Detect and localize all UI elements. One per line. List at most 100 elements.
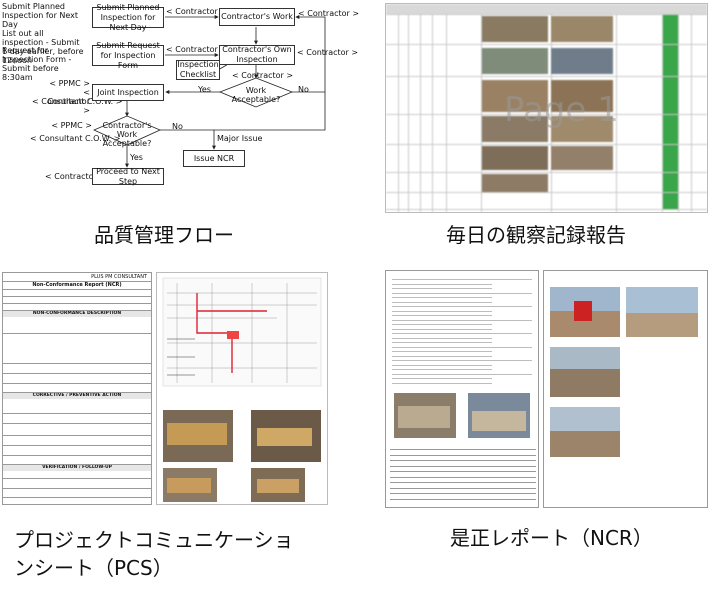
major-issue-label: Major Issue <box>217 134 263 143</box>
grid-row-line <box>386 144 707 145</box>
caption-quality-flow: 品質管理フロー <box>94 223 234 247</box>
verification-parties: < PPMC > <box>40 121 92 130</box>
site-photo <box>482 174 548 192</box>
form-row-line <box>3 423 151 424</box>
caption-daily-report: 毎日の観察記録報告 <box>446 223 626 247</box>
form-row-line <box>3 281 151 282</box>
grid-row-line <box>386 44 707 45</box>
text-line <box>392 346 532 348</box>
site-photo <box>551 116 613 142</box>
verification-section: VERIFICATION / FOLLOW-UP <box>3 465 151 471</box>
grid-row-line <box>386 14 707 15</box>
page-watermark: Page 1 <box>504 90 619 130</box>
pcs-photo-sheet <box>550 287 698 457</box>
flowchart-connectors <box>93 15 326 168</box>
form-row-line <box>3 478 151 479</box>
contractor-work-acceptable-diamond <box>93 115 161 146</box>
contractor-tag: < Contractor > <box>166 7 228 16</box>
caption-pcs-line2: ンシート（PCS） <box>14 556 173 580</box>
text-line <box>392 355 492 357</box>
text-line <box>392 369 492 370</box>
text-line <box>392 301 492 303</box>
contractor-tag: < Contractor > <box>45 172 107 181</box>
inspection-checklist-box: Inspection Checklist <box>176 60 220 80</box>
yes-label: Yes <box>198 85 211 94</box>
ncr-form-thumbnail: PLUS PM CONSULTANT Non-Conformance Repor… <box>2 272 152 505</box>
consultant-tag: < Consultant C.O.W. > <box>30 134 121 143</box>
form-row-line <box>3 464 151 465</box>
table-line <box>390 471 536 472</box>
table-line <box>390 487 536 489</box>
pcs-photo-sheet-thumbnail <box>543 270 708 508</box>
form-row-line <box>3 383 151 384</box>
request-form-note: Request for Inspection Form - Submit bef… <box>2 46 72 82</box>
text-line <box>392 351 492 352</box>
contractor-work-acceptable-label: Contractor's Work Acceptable? <box>102 121 152 148</box>
form-row-line <box>3 413 151 414</box>
planned-note-detail: List out all inspection - Submit 1 day e… <box>2 29 84 65</box>
text-line <box>392 279 532 280</box>
joint-inspection-box: Joint Inspection <box>92 84 164 101</box>
site-photo <box>482 80 548 112</box>
form-row-line <box>3 303 151 304</box>
nonconformance-section: NON-CONFORMANCE DESCRIPTION <box>3 311 151 317</box>
yes-label: Yes <box>130 153 143 162</box>
text-line <box>392 373 532 375</box>
daily-observation-report-thumbnail: Page 1 <box>385 3 708 213</box>
grid-row-line <box>386 192 707 193</box>
caption-pcs-line1: プロジェクトコミュニケーショ <box>14 528 294 552</box>
contractor-tag: < Contractor > <box>232 71 294 80</box>
work-acceptable-label: Work Acceptable? <box>231 86 281 104</box>
text-line <box>392 292 532 294</box>
text-line <box>392 319 532 321</box>
site-photo <box>482 16 548 42</box>
work-acceptable-diamond <box>218 77 294 108</box>
grid-row-line <box>386 172 707 173</box>
site-photo <box>551 146 613 170</box>
text-line <box>392 378 492 379</box>
text-line <box>392 310 492 312</box>
grid-col-line <box>481 14 482 212</box>
text-line <box>392 337 492 339</box>
no-label: No <box>172 122 183 131</box>
table-line <box>390 482 536 483</box>
company-name: PLUS PM CONSULTANT <box>91 274 147 280</box>
ppmc-tag: < PPMC > <box>49 79 90 88</box>
quality-control-flowchart: Submit Planned Inspection for Next Day S… <box>0 0 359 200</box>
form-row-line <box>3 445 151 446</box>
text-line <box>392 342 492 343</box>
text-line <box>392 360 532 361</box>
text-line <box>392 364 492 366</box>
grid-col-line <box>691 14 692 212</box>
grid-row-line <box>386 76 707 77</box>
grid-col-line <box>662 14 663 212</box>
grid-col-line <box>432 14 433 212</box>
text-line <box>392 328 492 330</box>
form-row-line <box>3 289 151 290</box>
table-line <box>390 498 536 500</box>
next-step-box: Proceed to Next Step <box>92 167 164 186</box>
form-row-line <box>3 333 151 334</box>
grid-col-line <box>616 14 617 212</box>
text-line <box>392 297 492 298</box>
daily-report-grid <box>386 4 707 212</box>
text-line <box>392 288 492 289</box>
form-row-line <box>3 363 151 364</box>
submit-planned-inspection-box: Submit Planned Inspection for Next Day <box>92 3 164 32</box>
ncr-title: Non-Conformance Report (NCR) <box>32 282 122 288</box>
no-label: No <box>298 85 309 94</box>
grid-col-line <box>551 14 552 212</box>
caption-ncr: 是正レポート（NCR） <box>450 526 653 550</box>
site-photo <box>482 146 548 170</box>
text-line <box>392 306 532 307</box>
site-photo <box>482 116 548 142</box>
table-line <box>390 493 536 494</box>
ncr-drawing-and-photos <box>156 272 328 505</box>
site-photo <box>482 48 548 74</box>
site-photo <box>551 16 613 42</box>
joint-inspection-parties: < PPMC > < Contractor > <box>42 79 90 115</box>
table-line <box>390 454 536 456</box>
submit-request-box: Submit Request for Inspection Form <box>92 41 164 70</box>
contractor-tag: < Contractor > <box>297 48 359 57</box>
pcs-photos <box>394 393 530 438</box>
